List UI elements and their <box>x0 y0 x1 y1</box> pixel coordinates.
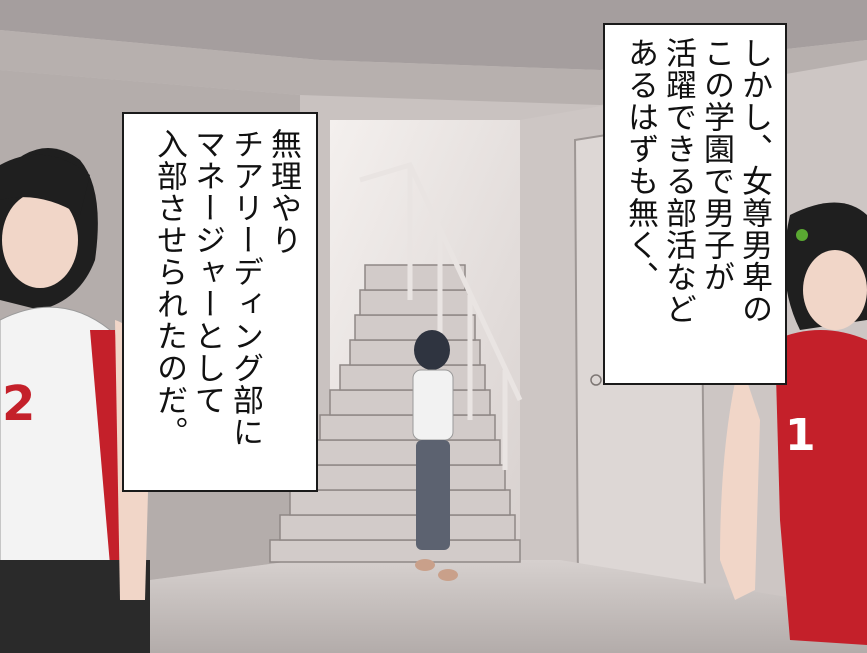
narration-box-right: しかし、女尊男卑の この学園で男子が 活躍できる部活など あるはずも無く、 <box>603 23 787 385</box>
narration-text-left: 無理やり チアリーディング部に マネージャーとして 入部させられたのだ。 <box>150 128 302 448</box>
narration-line: あるはずも無く、 <box>622 37 658 293</box>
handrail <box>359 161 523 470</box>
narration-line: この学園で男子が <box>698 37 734 293</box>
left-jersey-number: 2 <box>2 376 35 432</box>
door-knob <box>590 374 602 386</box>
boy-figure <box>412 330 458 581</box>
narration-line: マネージャーとして <box>189 128 225 416</box>
narration-line: しかし、女尊男卑の <box>736 37 772 325</box>
floor <box>0 560 867 653</box>
narration-box-left: 無理やり チアリーディング部に マネージャーとして 入部させられたのだ。 <box>122 112 318 492</box>
narration-line: チアリーディング部に <box>227 128 263 448</box>
narration-line: 入部させられたのだ。 <box>151 128 187 448</box>
narration-line: 活躍できる部活など <box>660 37 696 325</box>
narration-text-right: しかし、女尊男卑の この学園で男子が 活躍できる部活など あるはずも無く、 <box>621 37 773 325</box>
narration-line: 無理やり <box>265 128 301 256</box>
right-girl-figure: 1 <box>720 202 867 645</box>
right-jersey-number: 1 <box>785 410 816 461</box>
